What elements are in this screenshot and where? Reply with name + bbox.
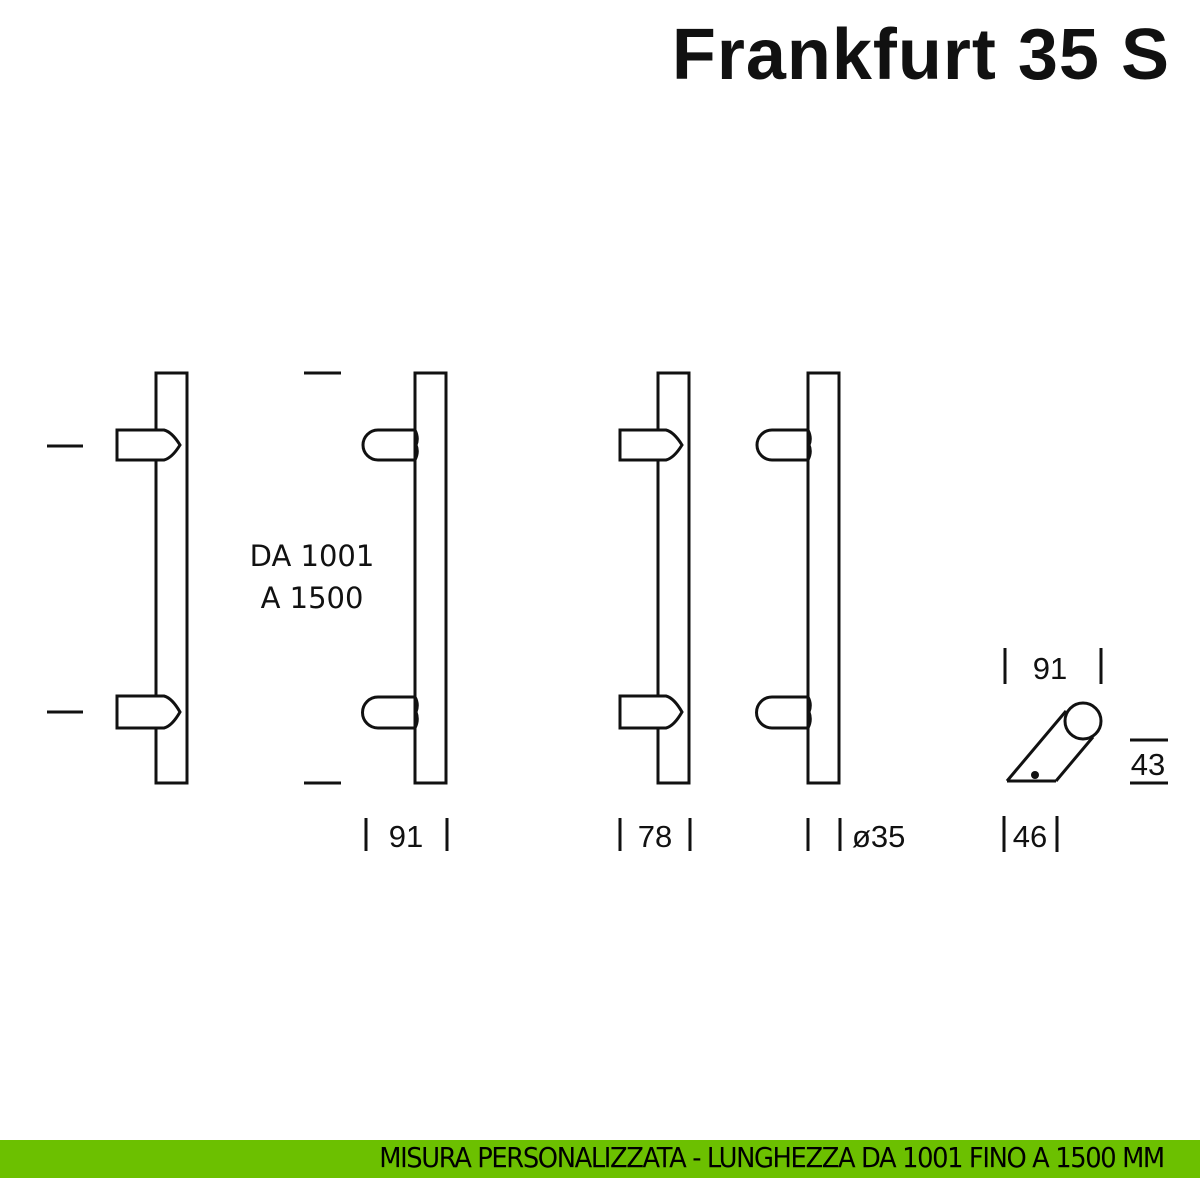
side-dimension-depth: 91 (1033, 651, 1067, 686)
dimension-marks (364, 818, 842, 851)
product-title: Frankfurt 35 S (671, 15, 1170, 95)
length-label-to: A 1500 (261, 581, 364, 615)
side-dimension-height: 43 (1131, 747, 1165, 782)
handle-view-2 (304, 371, 448, 785)
length-label-from: DA 1001 (250, 539, 375, 573)
dimension-depth-alt: 78 (638, 819, 672, 854)
handle-view-3 (618, 371, 691, 785)
banner-text: MISURA PERSONALIZZATA - LUNGHEZZA DA 100… (379, 1141, 1165, 1174)
handle-view-1 (47, 371, 189, 785)
dimension-depth: 91 (389, 819, 423, 854)
side-dimension-width: 46 (1013, 819, 1047, 854)
custom-size-banner: MISURA PERSONALIZZATA - LUNGHEZZA DA 100… (0, 1140, 1200, 1178)
side-view (1002, 648, 1168, 852)
dimension-diameter: ø35 (852, 819, 905, 854)
handle-view-4 (755, 371, 841, 785)
pivot-dot (1031, 771, 1039, 779)
